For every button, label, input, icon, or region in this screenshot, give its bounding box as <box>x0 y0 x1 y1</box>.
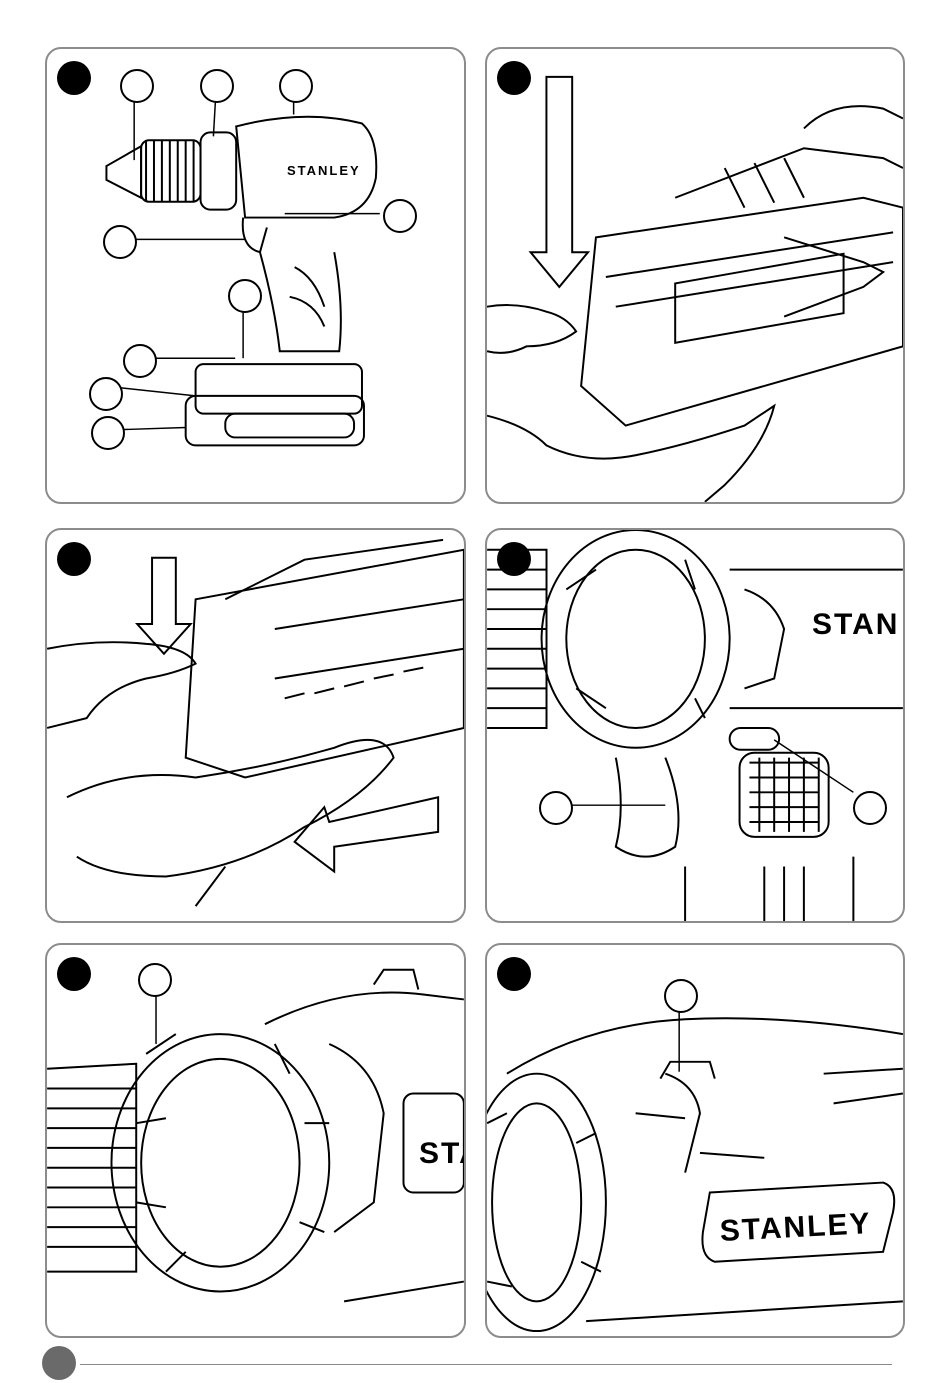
battery-insert-illustration <box>487 49 903 502</box>
panel-trigger-and-switch: STAN <box>485 528 905 923</box>
step-badge <box>57 542 91 576</box>
footer-rule <box>80 1364 892 1365</box>
torque-collar-illustration <box>47 945 464 1336</box>
step-badge <box>497 542 531 576</box>
callout-2 <box>200 69 234 103</box>
callout-3 <box>279 69 313 103</box>
callout-trigger <box>539 791 573 825</box>
callout-9 <box>91 416 125 450</box>
step-badge <box>497 61 531 95</box>
callout-1 <box>120 69 154 103</box>
panel-battery-insert <box>485 47 905 504</box>
panel-gear-selector: STANLEY <box>485 943 905 1338</box>
stanley-logo-cropped: STA <box>419 1137 466 1171</box>
callout-8 <box>89 377 123 411</box>
step-badge <box>57 957 91 991</box>
callout-6 <box>228 279 262 313</box>
page-number-marker <box>42 1346 76 1380</box>
step-badge <box>497 957 531 991</box>
callout-torque-collar <box>138 963 172 997</box>
step-badge <box>57 61 91 95</box>
stanley-logo: STANLEY <box>287 163 361 178</box>
battery-release-illustration <box>47 530 464 921</box>
callout-gear-selector <box>664 979 698 1013</box>
callout-4 <box>383 199 417 233</box>
stanley-logo-cropped: STAN <box>812 608 899 642</box>
trigger-switch-illustration <box>487 530 903 921</box>
callout-direction-switch <box>853 791 887 825</box>
callout-7 <box>123 344 157 378</box>
panel-battery-release <box>45 528 466 923</box>
panel-torque-collar: STA <box>45 943 466 1338</box>
panel-drill-overview: STANLEY <box>45 47 466 504</box>
callout-5 <box>103 225 137 259</box>
